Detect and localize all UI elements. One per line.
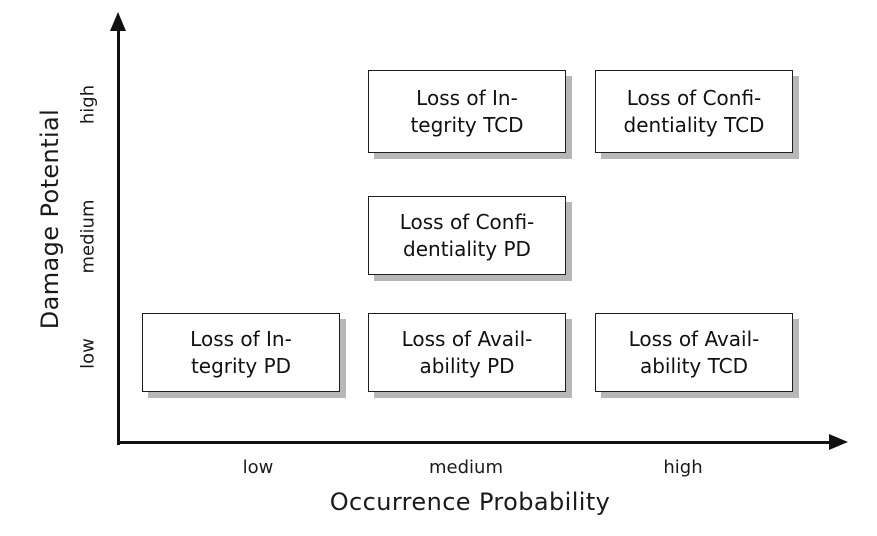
matrix-cell-medium-high[interactable]: Loss of In- tegrity TCD [368, 70, 566, 153]
y-tick-high: high [77, 84, 99, 125]
cell-label-line-2: ability PD [419, 353, 515, 378]
x-axis-line [117, 441, 833, 444]
x-tick-high: high [663, 457, 703, 478]
cell-label-line-1: Loss of In- [190, 326, 292, 351]
x-axis-title: Occurrence Probability [329, 488, 611, 516]
cell-label-line-1: Loss of Avail- [628, 326, 760, 351]
cell-label-line-2: tegrity PD [190, 353, 292, 378]
x-tick-medium: medium [429, 457, 503, 478]
y-tick-low: low [77, 338, 99, 369]
matrix-cell-high-high[interactable]: Loss of Confi- dentiality TCD [595, 70, 793, 153]
cell-label-line-2: ability TCD [639, 353, 749, 378]
matrix-cell-medium-medium[interactable]: Loss of Confi- dentiality PD [368, 196, 566, 275]
y-axis-arrowhead-icon [110, 12, 126, 31]
x-axis-arrowhead-icon [829, 434, 848, 450]
cell-label-line-2: tegrity TCD [410, 112, 524, 137]
x-tick-low: low [242, 457, 274, 478]
y-axis-title: Damage Potential [36, 108, 64, 330]
cell-label-line-1: Loss of Avail- [401, 326, 533, 351]
matrix-cell-high-low[interactable]: Loss of Avail- ability TCD [595, 313, 793, 392]
matrix-cell-low-low[interactable]: Loss of In- tegrity PD [142, 313, 340, 392]
cell-label-line-2: dentiality TCD [623, 112, 765, 137]
cell-label-line-1: Loss of In- [416, 85, 518, 110]
cell-label-line-1: Loss of Confi- [399, 209, 535, 234]
y-tick-medium: medium [77, 199, 99, 274]
cell-label-line-1: Loss of Confi- [626, 85, 762, 110]
y-axis-line [117, 28, 120, 445]
cell-label-line-2: dentiality PD [403, 236, 531, 261]
matrix-cell-medium-low[interactable]: Loss of Avail- ability PD [368, 313, 566, 392]
